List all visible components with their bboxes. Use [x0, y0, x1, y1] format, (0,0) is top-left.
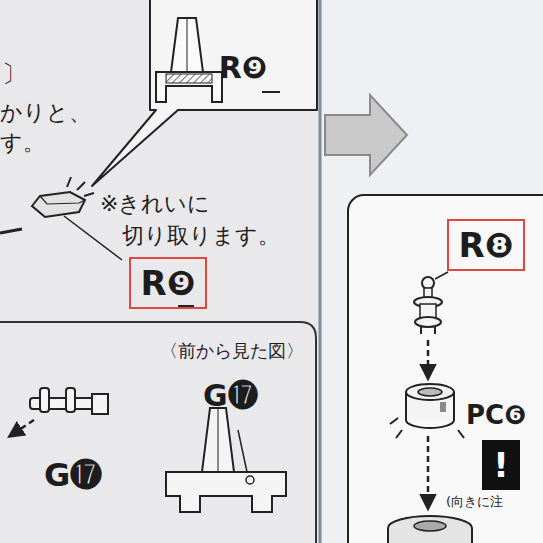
underline: [178, 305, 194, 307]
stub-line: [0, 229, 22, 233]
part-pc6-drawing: [390, 384, 464, 438]
part-r8-drawing: [414, 277, 442, 334]
part-number: R❾: [141, 263, 196, 304]
assembly-arrow: [427, 436, 430, 508]
note-text: ※きれいに 切り取ります。: [100, 188, 322, 252]
leader-line: [64, 216, 122, 260]
bracket: 〕: [2, 60, 26, 89]
leader-line: [435, 272, 448, 279]
part-front-view: [166, 408, 286, 512]
highlight-box: R❽: [447, 219, 526, 272]
part-number: PC❻: [466, 400, 526, 431]
part-number: R❽: [459, 225, 514, 266]
underline: [262, 91, 280, 93]
part-base-drawing: [388, 516, 472, 543]
part-r9-drawing: [156, 18, 222, 102]
view-caption: 〈前から見た図〉: [160, 340, 304, 362]
warning-icon: !: [482, 440, 520, 491]
caution-text: (向きに注: [446, 494, 503, 510]
step-panel: [348, 195, 543, 543]
instruction-text: かりと、 す。: [0, 98, 96, 158]
cut-piece: [32, 177, 94, 217]
assembly-arrow: [427, 340, 430, 378]
part-number: G⓱: [203, 378, 258, 414]
highlight-box: R❾: [129, 257, 208, 310]
callout-bubble: [92, 0, 317, 186]
step-arrow: [325, 95, 407, 175]
callout-part-number: R❾: [211, 48, 276, 88]
separator: [319, 0, 322, 543]
part-number: G⓱: [44, 456, 102, 494]
part-number: !: [493, 445, 509, 486]
part-g17-drawing: [10, 388, 108, 436]
step-frame: [0, 322, 316, 543]
part-number: R❾: [219, 50, 268, 86]
